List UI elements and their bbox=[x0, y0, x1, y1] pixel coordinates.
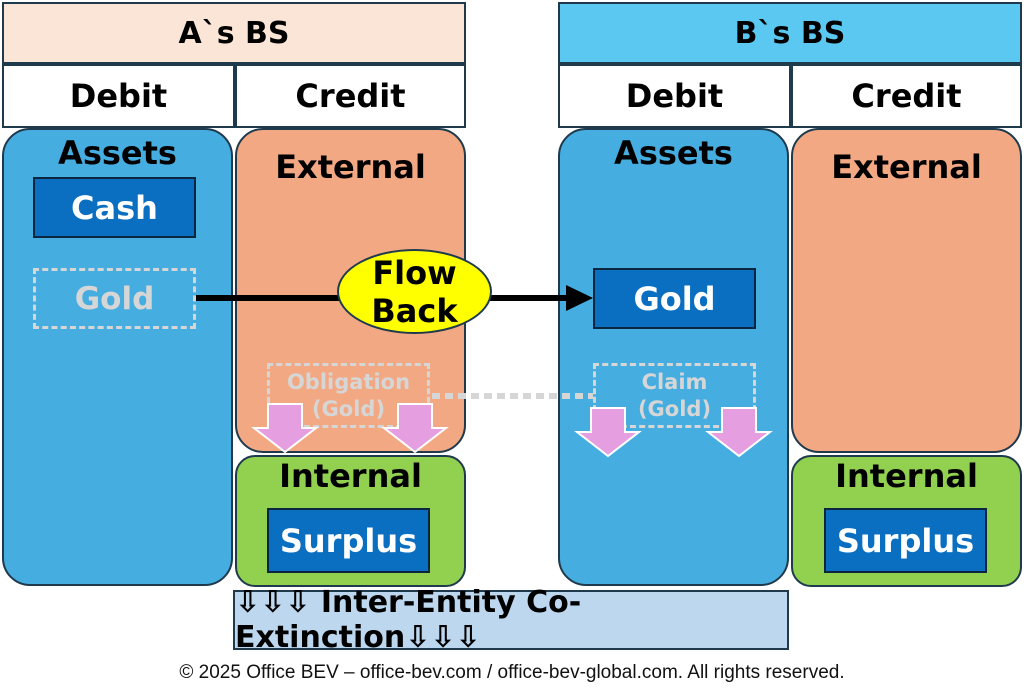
b-gold-item: Gold bbox=[593, 268, 756, 329]
flow-back-line1: Flow bbox=[372, 253, 457, 292]
a-bs-title: A`s BS bbox=[2, 2, 466, 64]
a-obligation-ghost: Obligation (Gold) bbox=[267, 363, 430, 428]
a-obligation-line1: Obligation bbox=[286, 369, 411, 394]
b-credit-header: Credit bbox=[791, 64, 1022, 128]
b-surplus-item: Surplus bbox=[824, 508, 987, 573]
down-arrow-icon bbox=[574, 407, 642, 458]
copyright-footer: © 2025 Office BEV – office-bev.com / off… bbox=[179, 662, 845, 683]
flow-arrowhead-icon bbox=[566, 285, 593, 311]
a-credit-header: Credit bbox=[235, 64, 466, 128]
a-external-title: External bbox=[275, 148, 426, 186]
b-external-title: External bbox=[831, 148, 982, 186]
flow-back-bubble: Flow Back bbox=[337, 249, 492, 334]
b-claim-line1: Claim bbox=[641, 369, 708, 394]
b-assets-title: Assets bbox=[614, 134, 733, 172]
a-surplus-item: Surplus bbox=[267, 508, 430, 573]
a-internal-title: Internal bbox=[279, 457, 422, 495]
a-obligation-line2: (Gold) bbox=[311, 396, 386, 421]
down-arrow-icon bbox=[251, 403, 319, 454]
flow-back-line2: Back bbox=[371, 291, 458, 330]
b-external-panel: External bbox=[791, 128, 1022, 453]
a-assets-title: Assets bbox=[58, 134, 177, 172]
b-claim-ghost: Claim (Gold) bbox=[593, 363, 756, 428]
b-internal-title: Internal bbox=[835, 457, 978, 495]
down-arrow-icon bbox=[705, 407, 773, 458]
a-gold-ghost-item: Gold bbox=[33, 268, 196, 329]
co-extinction-banner: ⇩⇩⇩ Inter-Entity Co-Extinction⇩⇩⇩ bbox=[233, 585, 789, 655]
b-claim-line2: (Gold) bbox=[637, 396, 712, 421]
a-cash-item: Cash bbox=[33, 177, 196, 238]
b-bs-title: B`s BS bbox=[558, 2, 1022, 64]
down-arrow-icon bbox=[381, 403, 449, 454]
a-debit-header: Debit bbox=[2, 64, 235, 128]
b-debit-header: Debit bbox=[558, 64, 791, 128]
b-assets-panel: Assets bbox=[558, 128, 789, 586]
